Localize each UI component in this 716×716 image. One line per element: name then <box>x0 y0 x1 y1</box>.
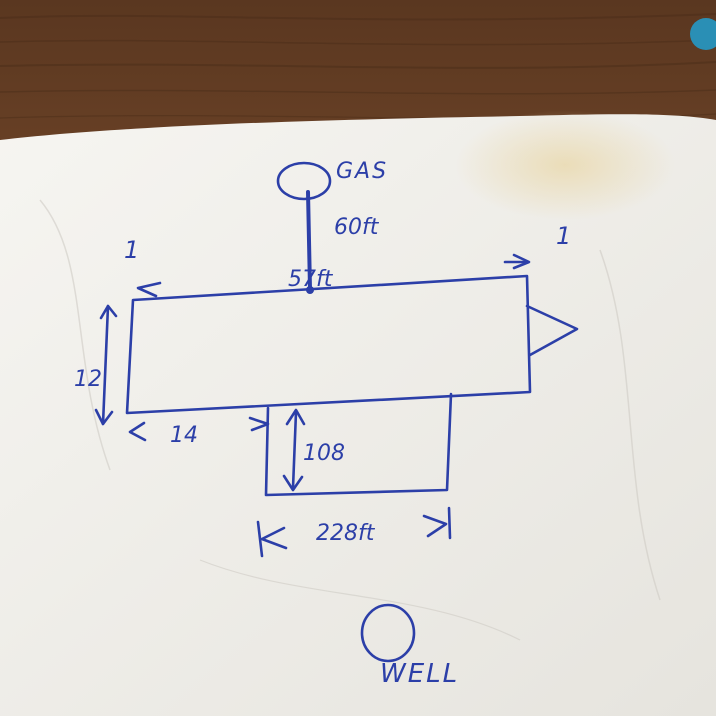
wing-width-label: 228ft <box>316 521 376 546</box>
house-main-outline <box>125 274 532 415</box>
wing-depth-arrow-bottom <box>282 474 304 492</box>
wood-grain <box>0 13 716 120</box>
house-wing-outline <box>264 392 453 497</box>
gas-run-label: 60ft <box>334 215 380 240</box>
height-arrow-bottom <box>94 408 114 426</box>
house-bay-outline <box>525 304 579 357</box>
height-dimension-line <box>101 304 110 426</box>
height-label: 12 <box>74 367 102 392</box>
blue-cap <box>690 18 716 50</box>
wing-depth-label: 108 <box>303 441 345 466</box>
paper-stain <box>455 110 675 220</box>
wing-width-arrow-right <box>422 514 448 538</box>
well-label: WELL <box>380 659 459 689</box>
right-marker-label: 1 <box>556 222 571 250</box>
offset-arrow-right <box>248 416 270 432</box>
gas-tap-label: 57ft <box>288 267 334 292</box>
wing-width-tick-right <box>447 506 452 540</box>
gas-label: GAS <box>336 159 388 184</box>
left-marker-label: 1 <box>124 236 139 264</box>
left-arrow <box>136 281 162 298</box>
paper-creases <box>39 199 661 641</box>
offset-arrow-left <box>128 421 147 442</box>
well-symbol <box>360 603 416 663</box>
wing-width-tick-left <box>256 520 264 558</box>
wing-depth-arrow-top <box>285 408 306 426</box>
offset-label: 14 <box>170 423 198 448</box>
paper-sheet <box>0 114 716 716</box>
wing-depth-dimension-line <box>291 410 298 490</box>
wing-width-arrow-left <box>260 526 288 550</box>
gas-line <box>306 190 312 291</box>
height-arrow-top <box>99 304 118 320</box>
gas-tank-symbol <box>276 161 332 201</box>
right-arrow-head <box>512 253 531 270</box>
